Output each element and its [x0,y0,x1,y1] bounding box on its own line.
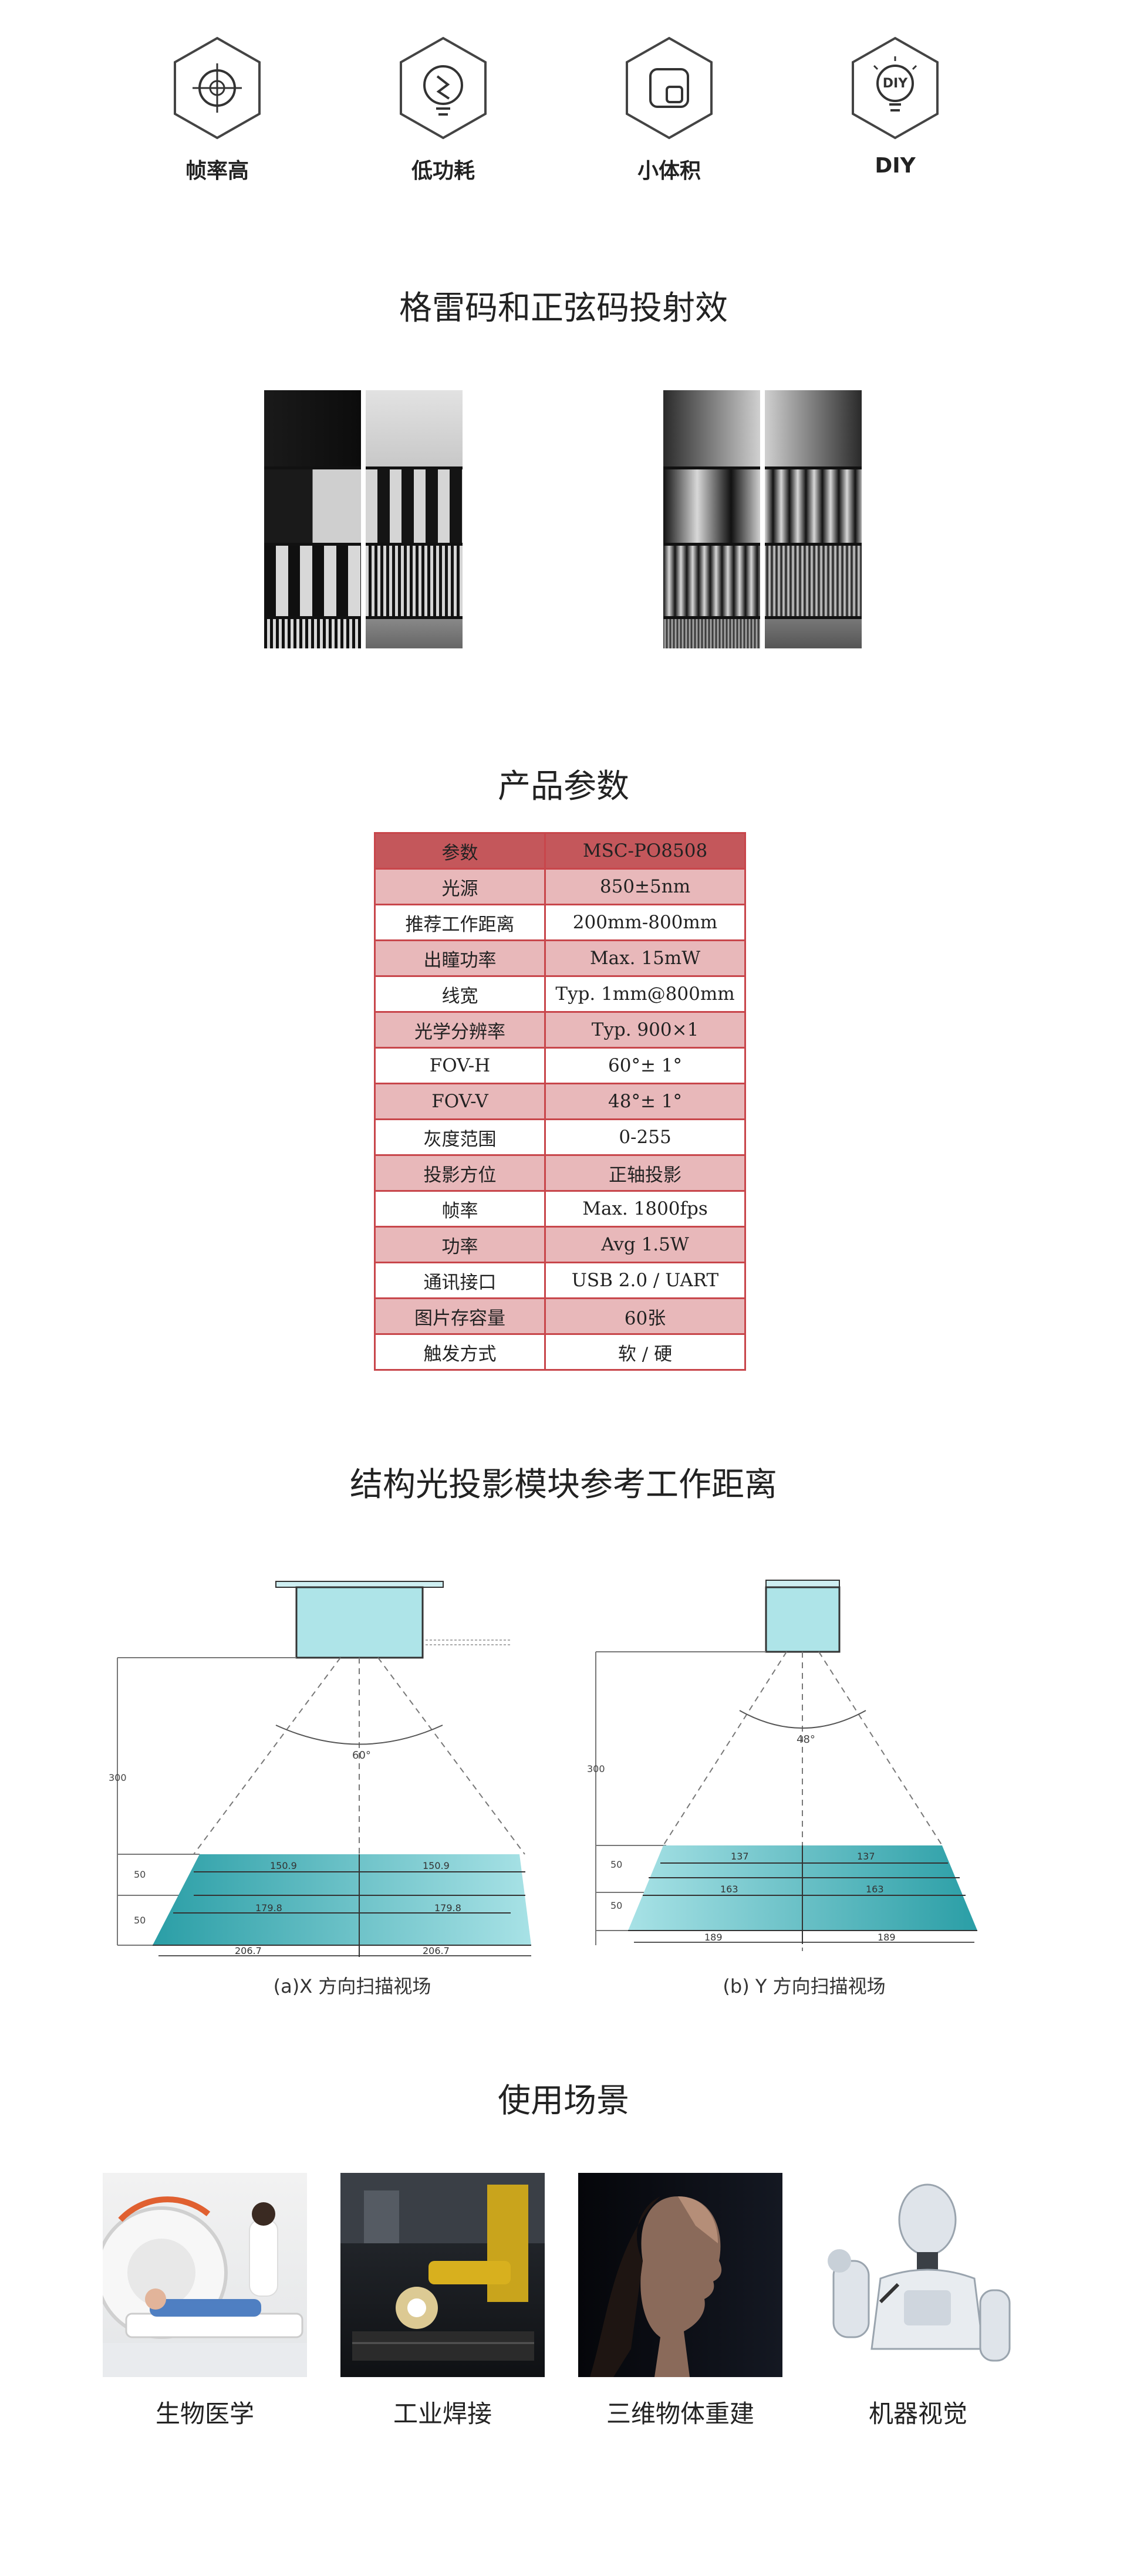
top-width-label: 137 [857,1851,875,1862]
top-width-label: 137 [731,1851,749,1862]
spec-title: 产品参数 [498,768,629,806]
target-icon [174,36,261,140]
spec-value-cell: 60张 [544,1297,746,1335]
y-diagram-caption: (b) Y 方向扫描视场 [723,1975,886,1997]
diy-bulb-icon [852,36,939,140]
angle-label: 60° [352,1749,371,1762]
spec-value-cell: 60°± 1° [544,1047,746,1084]
band-height-label: 50 [610,1859,622,1870]
spec-value-cell: Typ. 900×1 [544,1011,746,1049]
spec-param-cell: 帧率 [374,1190,546,1228]
lightbulb-icon [400,36,487,140]
band-height-label: 50 [134,1869,146,1880]
spec-value-cell: 软 / 硬 [544,1333,746,1371]
feature-label: 帧率高 [185,159,249,183]
mid-width-label: 163 [720,1884,738,1895]
spec-param-cell: FOV-V [374,1083,546,1120]
diy-icon-text: DIY [882,76,908,91]
spec-param-cell: 图片存容量 [374,1297,546,1335]
scenes-title: 使用场景 [498,2082,629,2120]
spec-value-cell: Max. 15mW [544,939,746,977]
spec-value-cell: USB 2.0 / UART [544,1262,746,1299]
spec-param-cell: 通讯接口 [374,1262,546,1299]
spec-param-cell: 功率 [374,1226,546,1263]
spec-value-cell: 200mm-800mm [544,904,746,941]
spec-table-row: 触发方式软 / 硬 [374,1333,746,1371]
feature-label: 低功耗 [411,159,475,183]
bottom-width-label: 189 [704,1932,723,1943]
spec-value-cell: Typ. 1mm@800mm [544,975,746,1013]
mid-width-label: 179.8 [255,1902,282,1914]
spec-value-cell: MSC-PO8508 [544,832,746,870]
spec-value-cell: Max. 1800fps [544,1190,746,1228]
spec-value-cell: 48°± 1° [544,1083,746,1120]
scene-label: 生物医学 [155,2399,254,2428]
feature-low-power: 低功耗 [384,35,502,184]
feature-diy: DIY [836,35,954,178]
sine-code-pattern-image [663,390,862,648]
y-scan-field-diagram: 48° 300 50 50 137 137 163 163 189 189 [587,1580,977,1951]
spec-value-cell: Avg 1.5W [544,1226,746,1263]
3d-reconstruction-scene-image [578,2173,782,2377]
gray-code-pattern-image [264,390,463,648]
angle-label: 48° [797,1733,815,1746]
height-label: 300 [109,1772,127,1783]
spec-value-cell: 0-255 [544,1118,746,1156]
spec-param-cell: 灰度范围 [374,1118,546,1156]
spec-param-cell: 线宽 [374,975,546,1013]
feature-small-size: 小体积 [610,35,728,184]
band-height-label: 50 [134,1915,146,1926]
feature-label: DIY [875,154,916,178]
spec-param-cell: 光学分辨率 [374,1011,546,1049]
bottom-width-label: 189 [878,1932,896,1943]
spec-param-cell: 出瞳功率 [374,939,546,977]
scene-label: 机器视觉 [868,2399,967,2428]
height-label: 300 [587,1763,605,1774]
feature-high-framerate: 帧率高 [158,35,276,184]
square-box-icon [626,36,713,140]
industrial-welding-scene-image [340,2173,545,2377]
mid-width-label: 179.8 [434,1902,461,1914]
band-height-label: 50 [610,1900,622,1911]
spec-value-cell: 850±5nm [544,868,746,905]
spec-param-cell: 参数 [374,832,546,870]
spec-param-cell: 光源 [374,868,546,905]
x-scan-field-diagram: 60° 300 50 50 150.9 150.9 179.8 179.8 20… [109,1581,531,1957]
bottom-width-label: 206.7 [423,1945,450,1956]
scene-label: 三维物体重建 [606,2399,754,2428]
bottom-width-label: 206.7 [235,1945,262,1956]
spec-table-row: 投影方位正轴投影 [374,1154,746,1192]
scene-label: 工业焊接 [393,2399,492,2428]
spec-param-cell: 触发方式 [374,1333,546,1371]
distance-title: 结构光投影模块参考工作距离 [350,1466,777,1504]
top-width-label: 150.9 [270,1860,297,1871]
spec-param-cell: 推荐工作距离 [374,904,546,941]
spec-param-cell: FOV-H [374,1047,546,1084]
feature-label: 小体积 [637,159,701,183]
mid-width-label: 163 [866,1884,884,1895]
x-diagram-caption: (a)X 方向扫描视场 [273,1975,431,1997]
patterns-title: 格雷码和正弦码投射效 [399,289,728,327]
top-width-label: 150.9 [423,1860,450,1871]
spec-value-cell: 正轴投影 [544,1154,746,1192]
machine-vision-scene-image [816,2173,1020,2377]
spec-param-cell: 投影方位 [374,1154,546,1192]
biomedical-scene-image [103,2173,307,2377]
